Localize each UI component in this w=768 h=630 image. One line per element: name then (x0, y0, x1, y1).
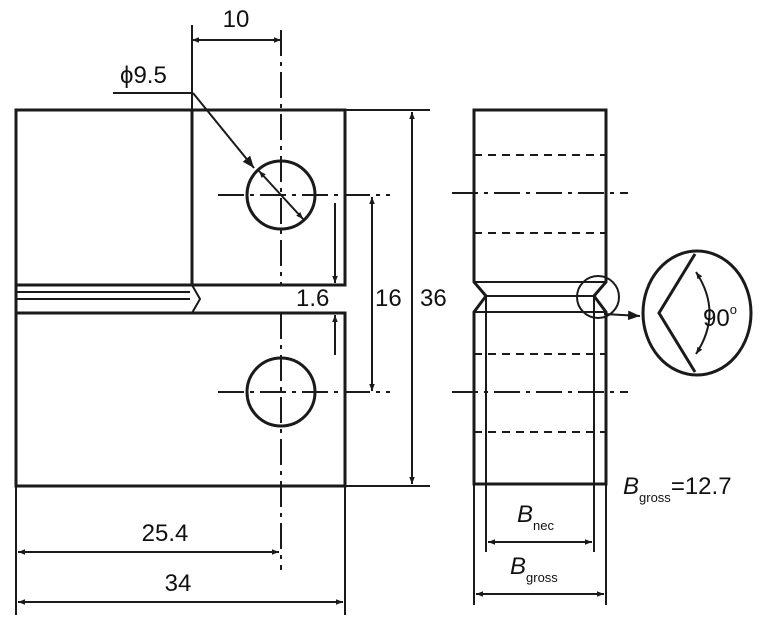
groove-profile (657, 253, 697, 373)
dim-height-label: 36 (420, 285, 447, 312)
hidden-lines (474, 154, 606, 433)
b-gross-value-label: Bgross=12.7 (623, 473, 732, 505)
detail-ellipse (641, 249, 753, 377)
notch (14, 284, 202, 314)
lower-half-outline (14, 311, 347, 488)
angle-arc (695, 271, 711, 355)
dim-load-line-label: 25.4 (142, 520, 189, 547)
dim-notch-width-label: 1.6 (296, 285, 329, 312)
leader-hole-diameter-arrow (192, 92, 255, 169)
center-lines (218, 30, 390, 570)
detail-callout-circle (576, 275, 620, 319)
thickness-dimensions: Bnec Bgross Bgross=12.7 (473, 296, 732, 605)
dim-width-label: 34 (165, 570, 192, 597)
groove-detail: 90o (641, 249, 753, 377)
hole-diameter-arrow (258, 170, 304, 220)
side-view (452, 108, 641, 486)
dim-hole-offset-label: 10 (223, 6, 250, 33)
front-view (14, 30, 390, 570)
dim-hole-diameter-label: ϕ9.5 (120, 62, 167, 89)
angle-label: 90o (703, 302, 737, 332)
upper-half-outline (14, 108, 347, 287)
detail-leader-arrow (603, 310, 641, 321)
side-center-lines (452, 192, 628, 393)
b-net-label: Bnec (517, 501, 554, 533)
b-gross-label: Bgross (510, 553, 558, 585)
dimensions: 10 ϕ9.5 1.6 16 36 25.4 34 (15, 6, 447, 615)
dim-hole-spacing-label: 16 (375, 285, 402, 312)
